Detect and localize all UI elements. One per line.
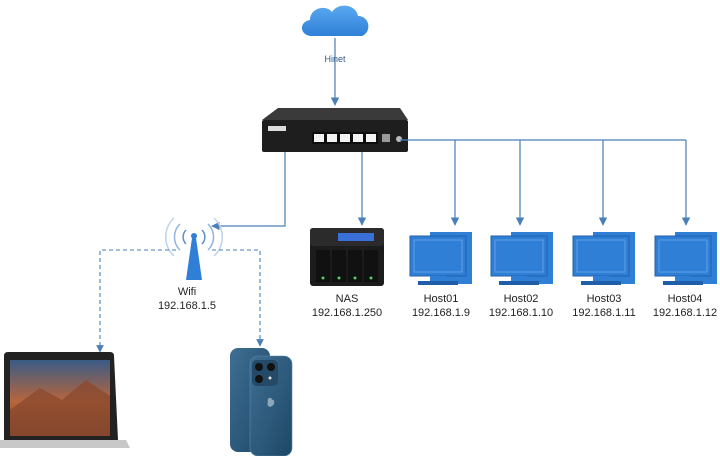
cloud-label: Hinet (324, 54, 346, 64)
cloud-icon (301, 5, 369, 36)
wifi-name: Wifi (177, 286, 197, 298)
host03-name: Host03 (586, 293, 622, 305)
host01-ip: 192.168.1.9 (411, 307, 471, 319)
host04-label: Host04 192.168.1.12 (653, 292, 717, 320)
wifi-ip: 192.168.1.5 (157, 300, 217, 312)
connection-switch-wifi (211, 152, 286, 231)
wifi-label: Wifi 192.168.1.5 (158, 285, 216, 313)
nas-ip: 192.168.1.250 (311, 307, 383, 319)
nas-label: NAS 192.168.1.250 (312, 292, 382, 320)
nas-device-icon (310, 228, 384, 286)
nas-name: NAS (335, 293, 359, 305)
host02-label: Host02 192.168.1.10 (489, 292, 553, 320)
host01-name: Host01 (423, 293, 459, 305)
connection-switch-hosts (400, 139, 691, 226)
host02-computer-icon (490, 232, 553, 285)
laptop-icon (0, 352, 130, 448)
network-switch-icon (262, 108, 408, 152)
host03-computer-icon (572, 232, 635, 285)
smartphone-icon (230, 348, 293, 456)
host04-name: Host04 (667, 293, 703, 305)
host01-label: Host01 192.168.1.9 (412, 292, 470, 320)
host02-ip: 192.168.1.10 (488, 307, 554, 319)
host03-ip: 192.168.1.11 (572, 307, 636, 319)
wifi-antenna-icon (165, 217, 223, 280)
host01-computer-icon (409, 232, 472, 285)
host03-label: Host03 192.168.1.11 (572, 292, 635, 320)
connection-wifi-phone (212, 249, 264, 347)
host02-name: Host02 (503, 293, 539, 305)
host04-ip: 192.168.1.12 (652, 307, 718, 319)
connection-wifi-laptop (96, 249, 176, 353)
host04-computer-icon (654, 232, 717, 285)
